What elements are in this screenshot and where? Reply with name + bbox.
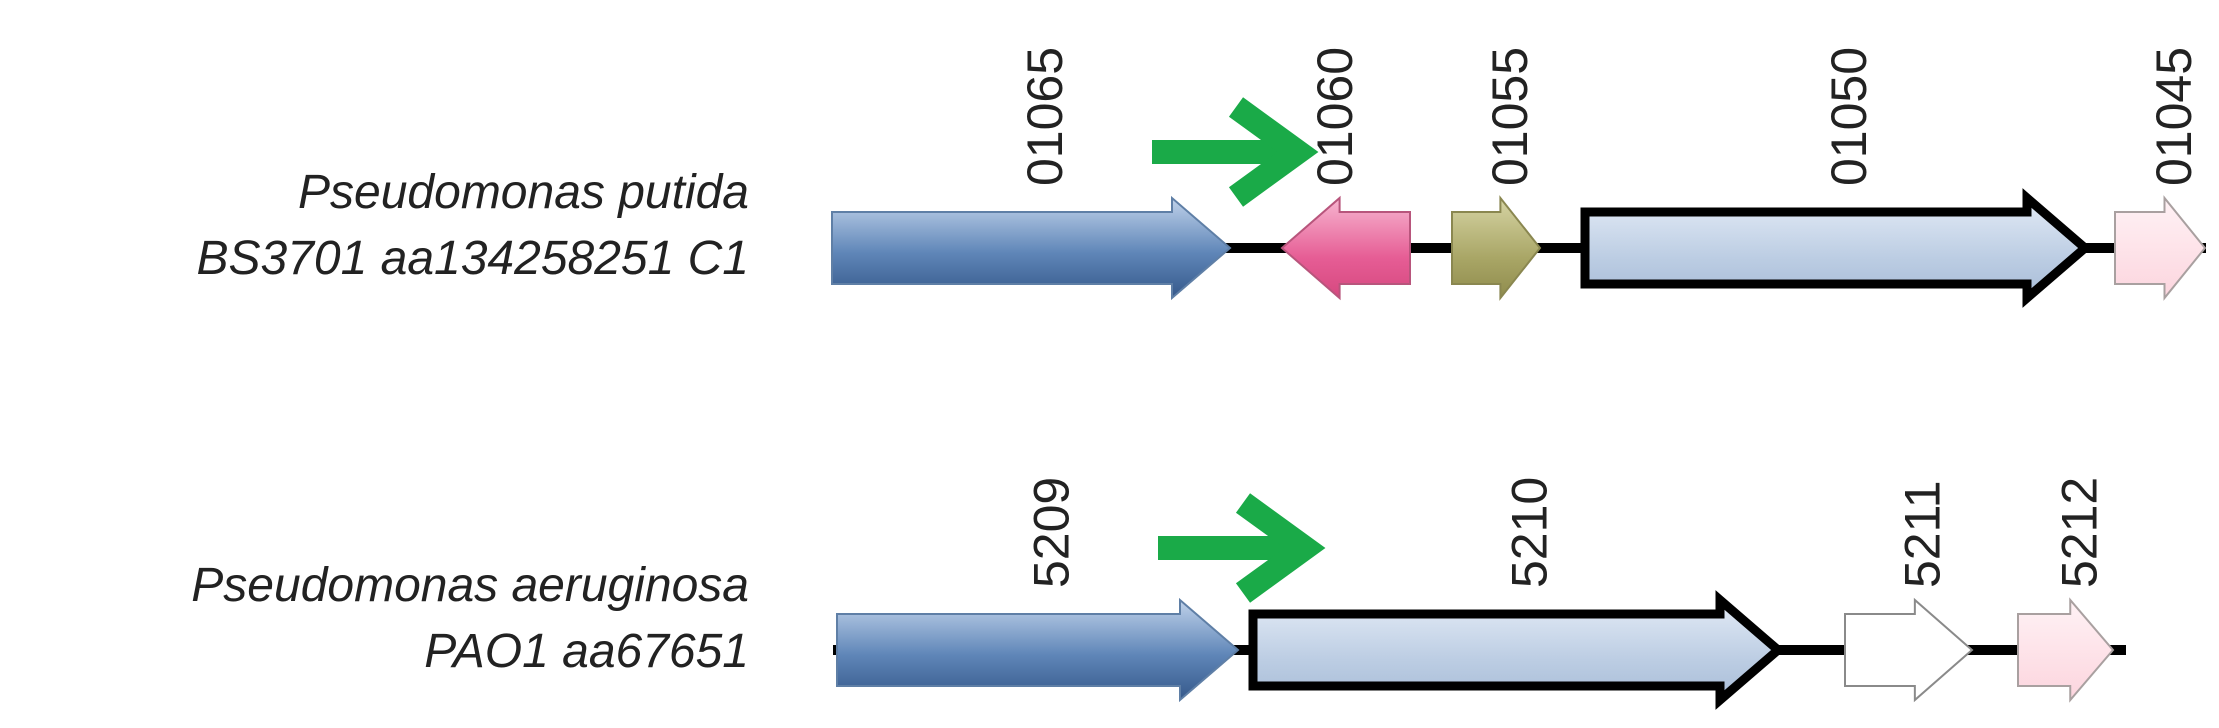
organism-name: Pseudomonas putida [298,166,749,219]
gene-arrow-5211 [1844,597,1974,703]
gene-label-5212: 5212 [2052,477,2108,588]
gene-label-01050: 01050 [1821,47,1877,186]
gene-arrow-5209 [836,597,1240,703]
gene-arrow-01065 [831,195,1232,301]
green-arrow-icon [1152,97,1319,207]
organism-label-aeruginosa: Pseudomonas aeruginosa PAO1 aa67651 [191,553,749,685]
gene-label-5209: 5209 [1024,477,1080,588]
gene-label-01045: 01045 [2146,47,2202,186]
gene-arrow-5212 [2017,597,2115,703]
organism-label-putida: Pseudomonas putida BS3701 aa134258251 C1 [197,160,750,292]
gene-arrow-5210 [1248,590,1785,710]
organism-strain: PAO1 aa67651 [424,625,749,678]
gene-arrow-01060 [1280,195,1411,301]
gene-label-01055: 01055 [1482,47,1538,186]
gene-arrow-01050 [1580,188,2092,308]
locus-putida: 01065 01060 01055 01050 01045 [831,47,2207,308]
organism-name: Pseudomonas aeruginosa [191,559,749,612]
gene-arrow-01045 [2114,195,2207,301]
gene-arrow-01055 [1451,195,1542,301]
gene-label-5211: 5211 [1895,480,1951,588]
gene-label-01060: 01060 [1307,47,1363,186]
organism-strain: BS3701 aa134258251 C1 [196,232,750,285]
green-arrow-icon [1158,493,1326,603]
gene-label-01065: 01065 [1017,47,1073,186]
gene-label-5210: 5210 [1502,477,1558,588]
locus-aeruginosa: 5209 5210 5211 5212 [833,477,2126,710]
